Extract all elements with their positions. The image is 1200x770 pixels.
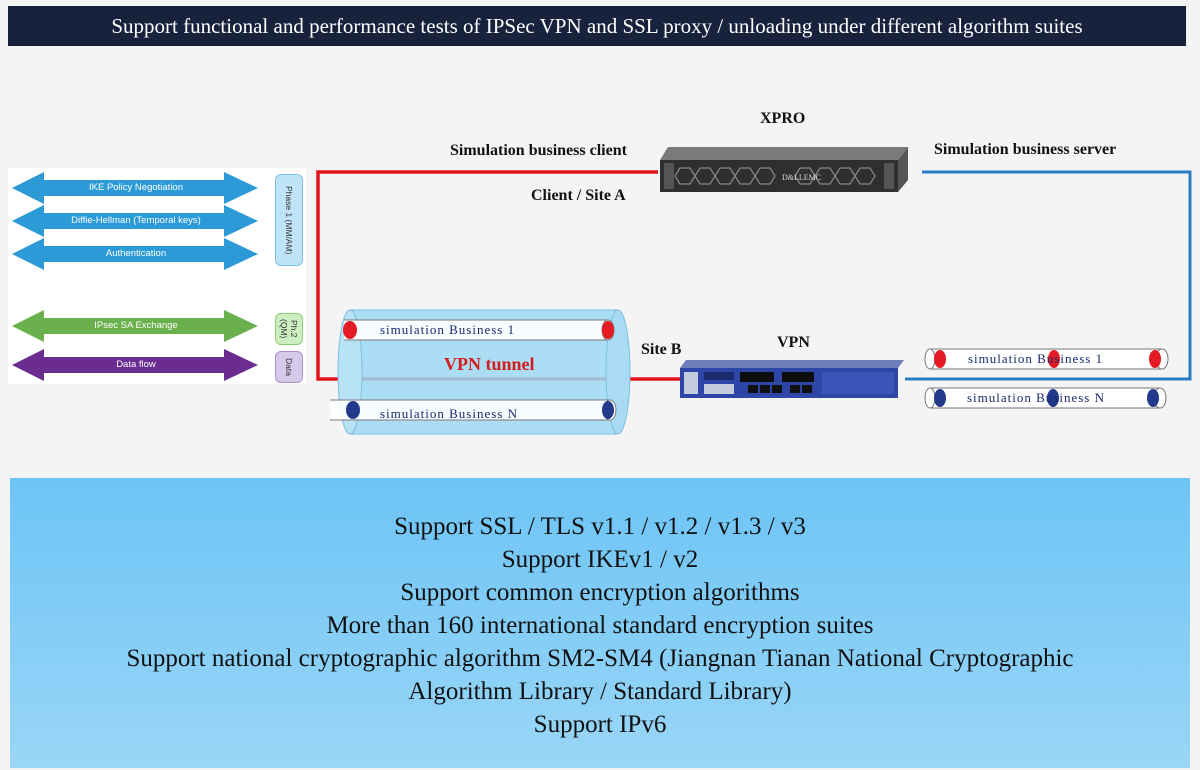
network-diagram: D&LLEMC VPN tunnel simulation Business 1… [316, 147, 1192, 435]
pipe-right-bottom-label: simulation Business N [967, 390, 1105, 405]
ike-arrows [12, 172, 258, 381]
authentication-arrow [12, 238, 258, 270]
feature-line: Support common encryption algorithms [400, 578, 800, 606]
ipsec-sa-arrow [12, 310, 258, 342]
ike-row-label: IKE Policy Negotiation [89, 182, 183, 193]
sim-server-label: Simulation business server [934, 141, 1117, 158]
ike-policy-arrow [12, 172, 258, 204]
pipe-left-business-1 [343, 319, 615, 341]
feature-line: Support national cryptographic algorithm… [126, 644, 1074, 672]
pipe-right-business-n [924, 387, 1167, 409]
phase1-label: Phase 1 (MM/AM) [284, 185, 294, 255]
ike-row-label: Authentication [105, 248, 167, 259]
vpn-appliance-icon [680, 360, 904, 398]
xpro-server-icon: D&LLEMC [660, 147, 908, 192]
pipe-left-bottom-label: simulation Business N [380, 406, 518, 421]
data-box: Data [275, 351, 303, 383]
data-label: Data [284, 358, 294, 376]
ike-row-label: Diffie-Hellman (Temporal keys) [71, 215, 201, 226]
client-site-label: Client / Site A [531, 187, 626, 204]
ike-phase-panel: IKE Policy Negotiation Diffie-Hellman (T… [8, 168, 306, 384]
pipe-left-business-n [330, 399, 617, 421]
feature-line: Support IPv6 [533, 710, 667, 738]
pipe-left-top-label: simulation Business 1 [380, 322, 515, 337]
sim-client-label: Simulation business client [450, 142, 627, 159]
xpro-label: XPRO [760, 110, 806, 127]
phase1-box: Phase 1 (MM/AM) [275, 174, 303, 266]
header-title: Support functional and performance tests… [8, 6, 1186, 46]
pipe-right-top-label: simulation Business 1 [968, 351, 1103, 366]
feature-line: Algorithm Library / Standard Library) [408, 677, 792, 705]
ike-row-label: Data flow [116, 359, 156, 370]
feature-line: More than 160 international standard enc… [326, 611, 874, 639]
ike-row-label: IPsec SA Exchange [94, 320, 178, 331]
feature-line: Support IKEv1 / v2 [501, 545, 699, 573]
site-b-label: Site B [641, 341, 682, 358]
feature-panel: Support SSL / TLS v1.1 / v1.2 / v1.3 / v… [10, 478, 1190, 768]
vpn-label: VPN [777, 334, 810, 351]
phase2-label: Ph.2 (QM) [279, 319, 299, 339]
feature-line: Support SSL / TLS v1.1 / v1.2 / v1.3 / v… [394, 512, 806, 540]
server-logo-text: D&LLEMC [782, 173, 821, 182]
phase2-box: Ph.2 (QM) [275, 313, 303, 345]
vpn-tunnel-label: VPN tunnel [444, 354, 535, 374]
diffie-hellman-arrow [12, 205, 258, 237]
server-connection-line [905, 170, 1192, 381]
pipe-right-business-1 [924, 348, 1169, 370]
data-flow-arrow [12, 349, 258, 381]
